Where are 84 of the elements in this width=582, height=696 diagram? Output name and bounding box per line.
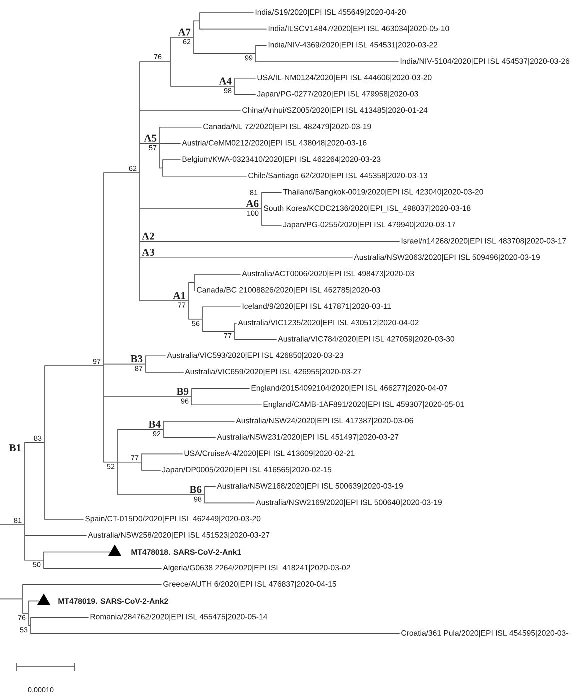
branch-line (140, 300, 189, 302)
branch-line (204, 486, 216, 488)
junction-line (162, 160, 164, 177)
branch-line (170, 86, 235, 87)
branch-line (192, 388, 250, 390)
clade-label: A7 (178, 28, 191, 36)
clade-label: B4 (148, 420, 161, 428)
branch-line (22, 613, 29, 614)
junction-line (24, 442, 26, 561)
branch-line (24, 560, 44, 561)
clade-label: A5 (144, 134, 157, 142)
branch-line (146, 372, 184, 373)
branch-line (0, 524, 25, 526)
junction-line (194, 274, 196, 292)
branch-line (192, 404, 262, 406)
triangle-marker (38, 594, 50, 605)
branch-line (140, 208, 262, 210)
clade-label: B9 (176, 388, 189, 396)
branch-line (142, 454, 184, 455)
branch-line (160, 168, 163, 169)
junction-line (202, 306, 204, 332)
junction-line (188, 282, 190, 320)
branch-line (146, 356, 166, 357)
branch-line (234, 339, 278, 340)
branch-line (44, 568, 162, 569)
triangle-marker (108, 544, 122, 556)
branch-line (140, 143, 160, 144)
branch-line (234, 94, 256, 96)
branch-line (28, 625, 31, 626)
branch-line (44, 552, 111, 553)
branch-line (234, 323, 238, 324)
branch-line (262, 192, 282, 194)
clade-label: A1 (173, 292, 186, 300)
branch-line (202, 306, 242, 308)
clade-label: B1 (9, 444, 21, 452)
branch-line (202, 331, 235, 332)
branch-line (160, 143, 182, 144)
junction-line (204, 486, 206, 504)
branch-line (170, 37, 194, 38)
branch-line (164, 437, 216, 438)
branch-line (140, 241, 400, 242)
branch-line (22, 584, 162, 586)
branch-line (204, 502, 256, 504)
branch-line (118, 462, 142, 463)
junction-line (30, 617, 32, 634)
clade-label: A3 (142, 248, 154, 256)
branch-line (118, 494, 205, 496)
clade-label: B6 (190, 486, 202, 494)
branch-line (262, 225, 282, 226)
junction-line (44, 366, 46, 520)
junction-line (234, 323, 236, 340)
branch-line (194, 20, 200, 22)
branch-line (194, 274, 242, 275)
branch-line (44, 519, 84, 520)
branch-line (104, 172, 140, 174)
junction-line (28, 600, 30, 626)
clade-label: A4 (219, 78, 232, 85)
branch-line (24, 442, 45, 444)
branch-line (188, 318, 203, 320)
branch-line (162, 176, 248, 177)
branch-line (188, 282, 195, 283)
branch-line (200, 12, 254, 14)
branch-line (140, 110, 242, 112)
branch-line (142, 470, 162, 471)
junction-line (234, 78, 236, 96)
branch-line (118, 429, 164, 430)
branch-line (24, 535, 88, 536)
branch-line (0, 598, 23, 600)
branch-line (164, 421, 236, 422)
junction-line (22, 584, 24, 614)
clade-label: B3 (130, 355, 143, 362)
branch-line (104, 364, 146, 365)
branch-line (30, 617, 90, 618)
clade-label: A2 (142, 232, 154, 240)
branch-line (194, 53, 256, 54)
branch-line (256, 45, 268, 46)
junction-line (170, 37, 172, 87)
branch-line (28, 600, 40, 602)
branch-line (160, 126, 202, 128)
branch-line (200, 28, 268, 30)
branch-line (104, 462, 118, 463)
branch-line (104, 396, 192, 398)
clade-label: A6 (246, 200, 259, 208)
branch-line (234, 78, 256, 79)
